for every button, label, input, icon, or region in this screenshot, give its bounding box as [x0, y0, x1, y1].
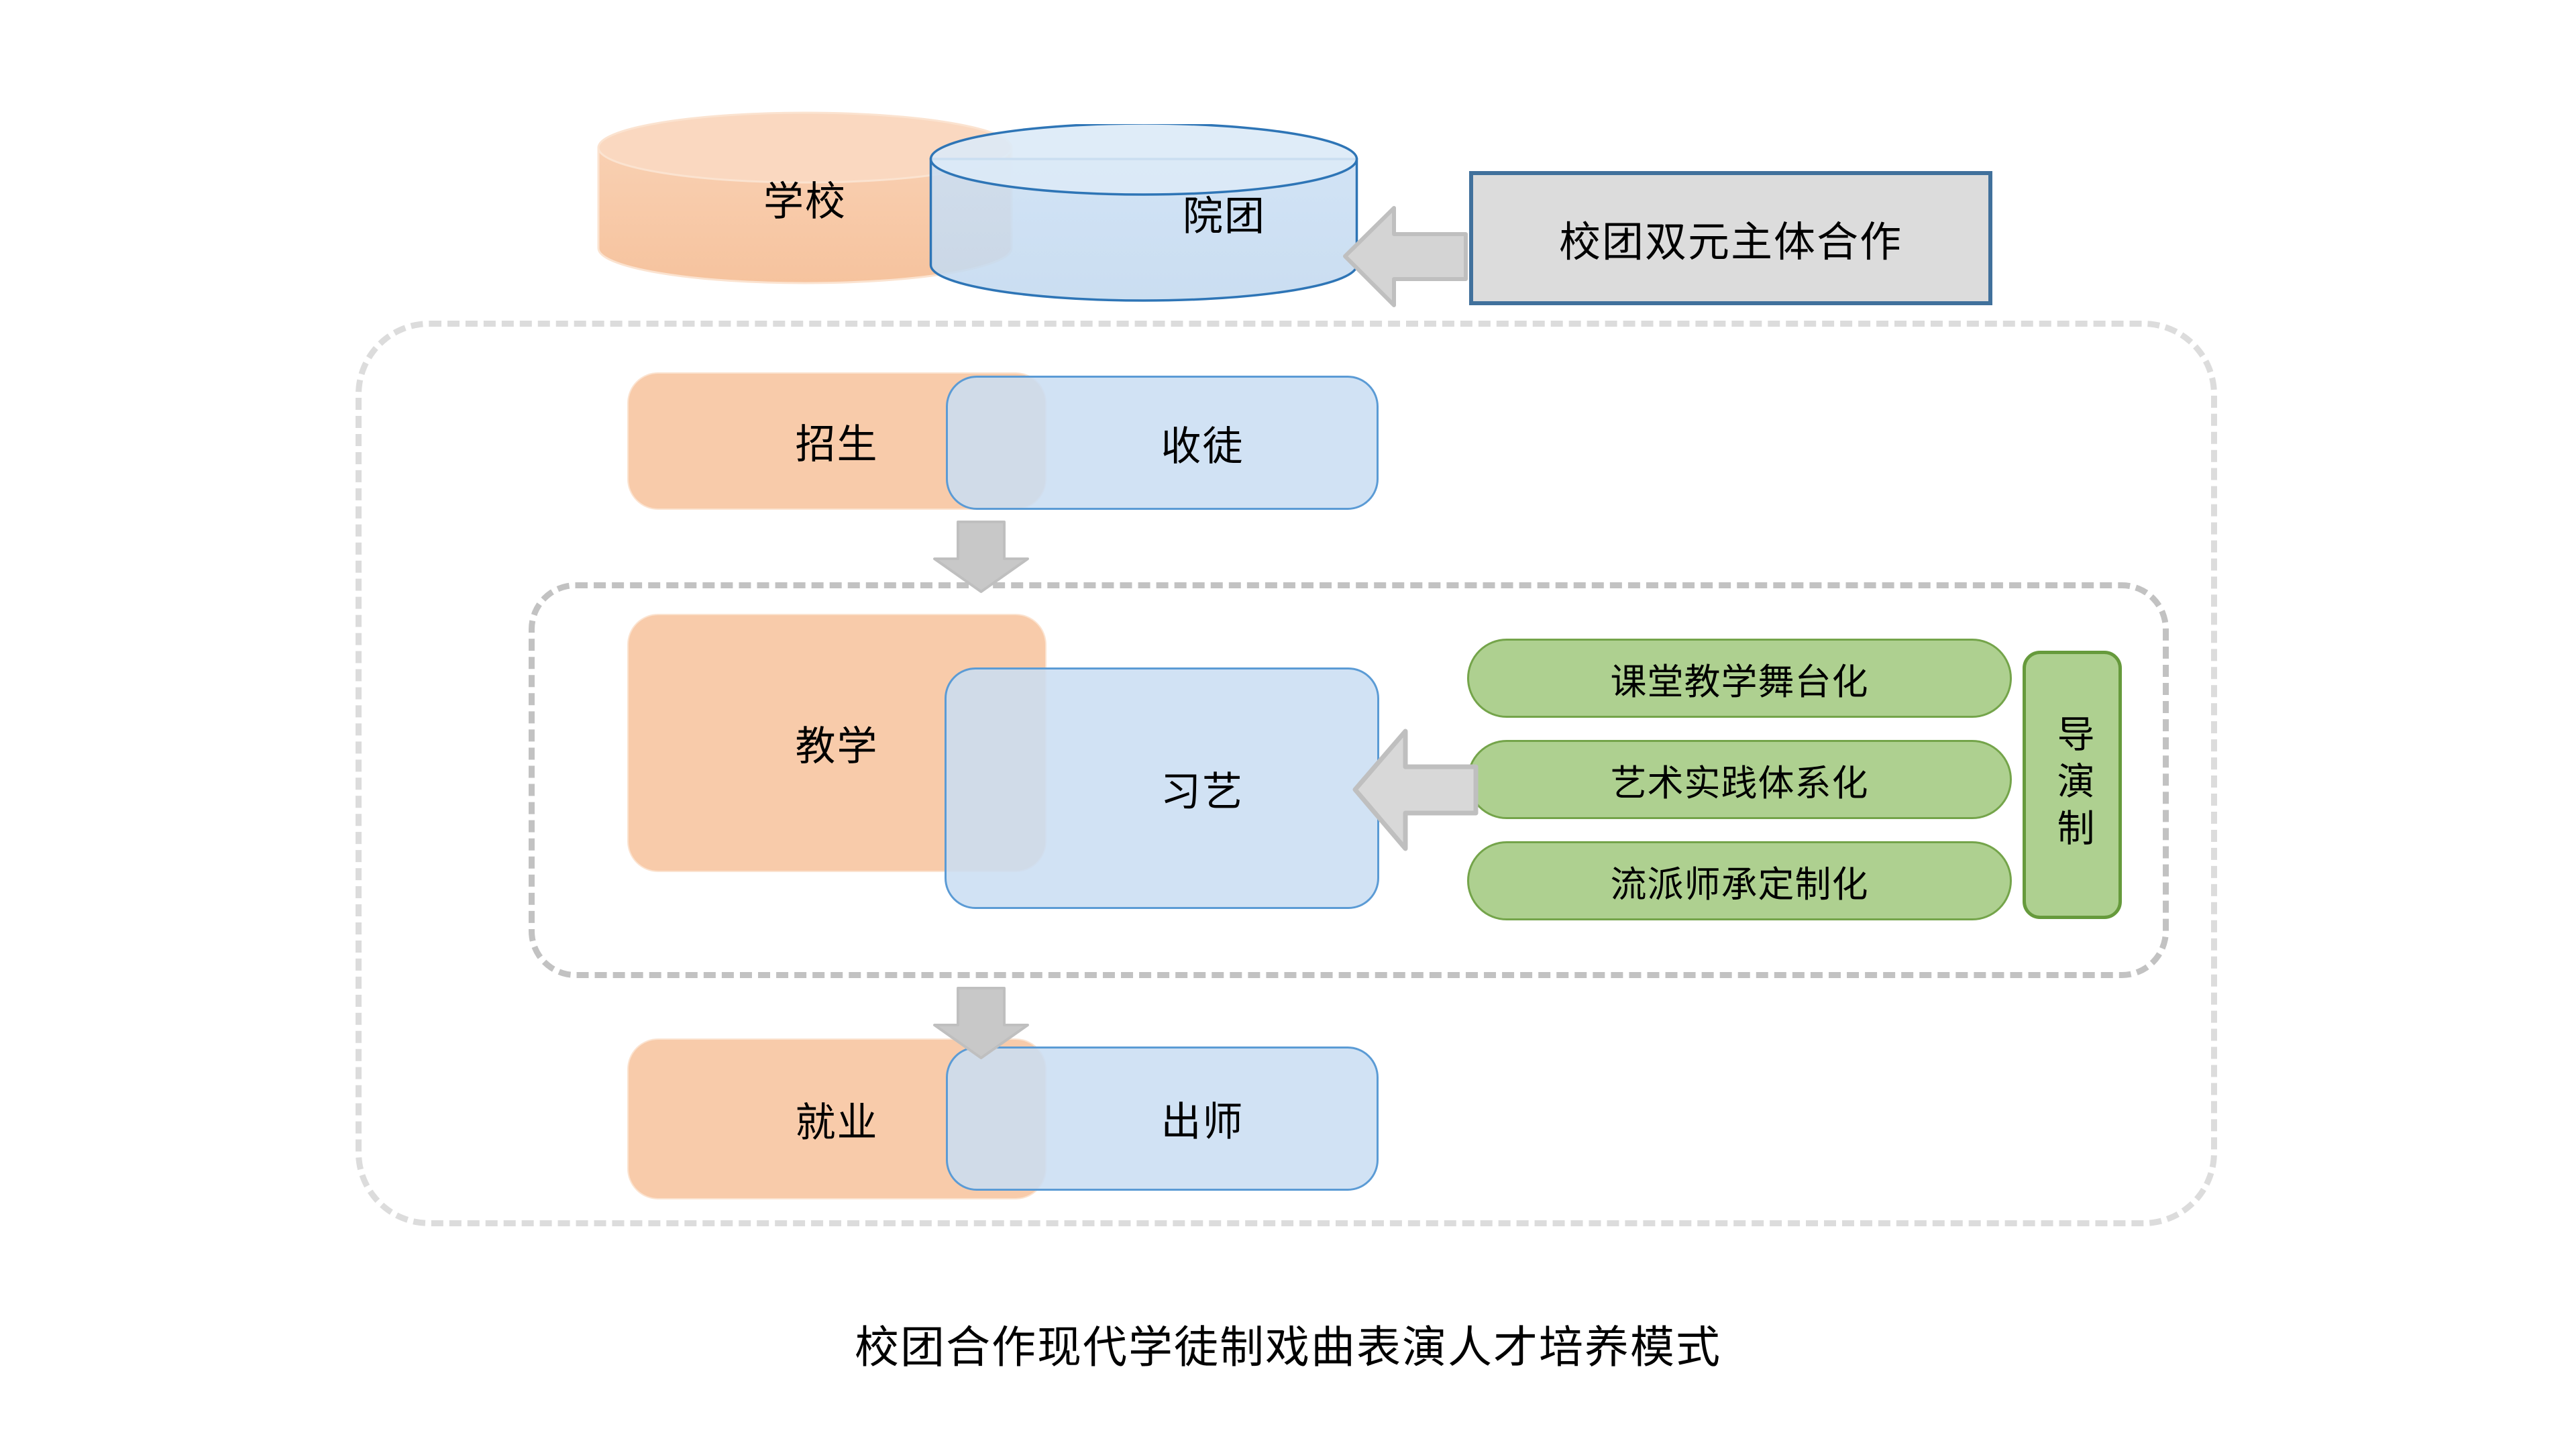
box-school-teaching-label: 教学: [795, 723, 879, 770]
down-arrow-icon-admission-to-teaching: [932, 520, 1030, 594]
pill-method-2-label: 艺术实践体系化: [1610, 761, 1869, 804]
box-troupe-graduation-label: 出师: [1161, 1099, 1244, 1146]
pill-method-1[interactable]: 课堂教学舞台化: [1467, 639, 2012, 718]
callout-partnership[interactable]: 校团双元主体合作: [1469, 171, 1992, 305]
pill-method-2[interactable]: 艺术实践体系化: [1467, 740, 2012, 819]
box-school-admission-label: 招生: [795, 421, 879, 468]
box-director-system-label: 导演制: [2051, 714, 2094, 855]
pill-method-3-label: 流派师承定制化: [1610, 863, 1869, 906]
cylinder-troupe-label: 院团: [1183, 193, 1266, 240]
box-troupe-practice-label: 习艺: [1161, 768, 1244, 816]
left-arrow-icon-methods: [1352, 728, 1479, 852]
cylinder-school-label: 学校: [763, 178, 847, 225]
box-troupe-admission[interactable]: 收徒: [946, 376, 1379, 510]
box-school-employment-label: 就业: [795, 1099, 879, 1146]
down-arrow-icon-teaching-to-employment: [932, 986, 1030, 1060]
callout-partnership-label: 校团双元主体合作: [1558, 217, 1902, 266]
left-arrow-icon-partnership: [1342, 205, 1469, 309]
box-troupe-graduation[interactable]: 出师: [946, 1046, 1379, 1191]
box-troupe-admission-label: 收徒: [1161, 423, 1244, 470]
outer-dashed-group-frame: [356, 321, 2217, 1226]
inner-dashed-teaching-frame: [529, 582, 2169, 978]
box-director-system[interactable]: 导演制: [2023, 651, 2122, 919]
diagram-caption: 校团合作现代学徒制戏曲表演人才培养模式: [855, 1322, 1721, 1373]
cylinder-troupe[interactable]: 院团: [929, 124, 1358, 302]
box-troupe-practice[interactable]: 习艺: [945, 667, 1379, 909]
pill-method-3[interactable]: 流派师承定制化: [1467, 841, 2012, 920]
pill-method-1-label: 课堂教学舞台化: [1610, 660, 1869, 703]
